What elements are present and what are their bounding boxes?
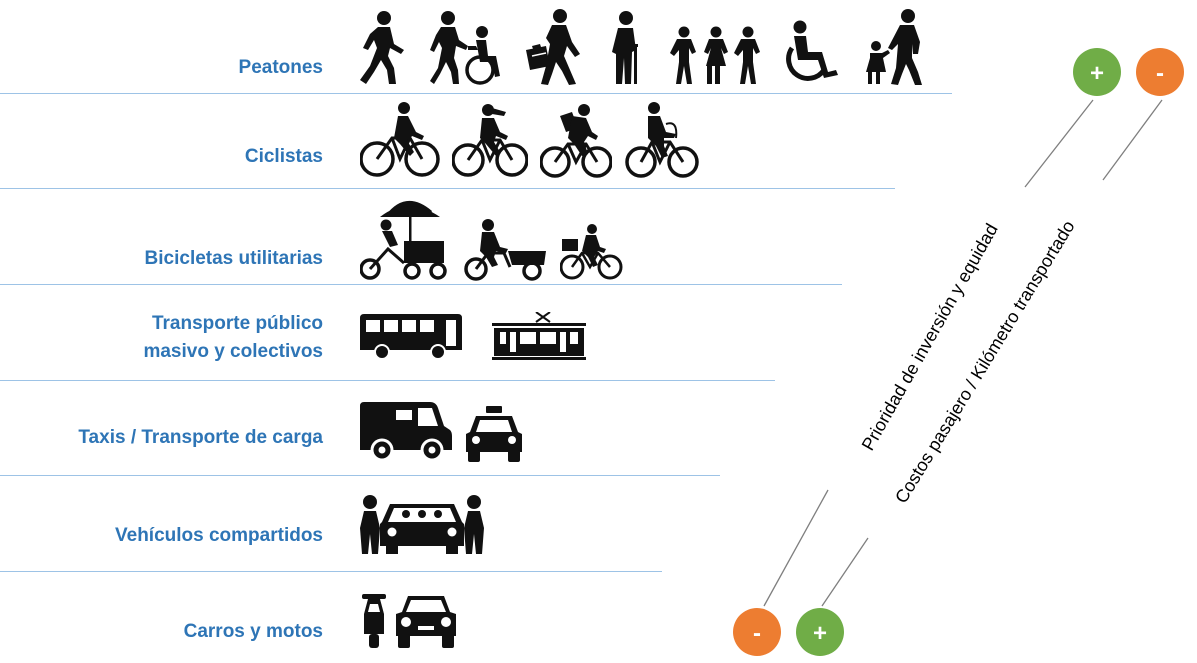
row-label-line: Transporte público: [151, 313, 323, 334]
axis-costos-bottom-circle: [796, 608, 844, 656]
axis-costos-top-circle: [1136, 48, 1184, 96]
axis-line-costos: [821, 537, 869, 607]
bicycle-with-basket-icon: [560, 224, 623, 280]
axis-line-prioridad: [763, 489, 829, 607]
vending-tricycle-with-umbrella-icon: [360, 200, 447, 280]
shared-car-icon: [360, 495, 484, 554]
row-label-bicicletas-utilitarias: Bicicletas utilitarias: [144, 248, 323, 269]
cyclist-icon: [360, 102, 440, 177]
wheelchair-user-icon: [786, 20, 838, 81]
person-with-briefcase-icon: [526, 9, 580, 85]
woman-cyclist-icon: [452, 104, 528, 177]
row-divider: [0, 284, 842, 285]
axis-line-prioridad: [1024, 99, 1094, 188]
row-label-line: masivo y colectivos: [143, 341, 323, 362]
bus-icon: [360, 314, 462, 360]
minus-sign: -: [1156, 60, 1164, 87]
axis-label-costos: Costos pasajero / Kilómetro transportado: [891, 217, 1079, 507]
icons-vehiculos-compartidos: [360, 494, 484, 556]
row-divider: [0, 188, 895, 189]
axis-line-costos: [1102, 99, 1163, 181]
icons-bicicletas-utilitarias: [360, 195, 624, 281]
adult-walking-with-child-icon: [866, 9, 922, 85]
plus-sign: +: [1090, 60, 1104, 87]
tram-icon: [492, 312, 586, 360]
taxi-icon: [466, 406, 522, 462]
row-label-ciclistas: Ciclistas: [244, 146, 323, 167]
row-label-vehiculos-compartidos: Vehículos compartidos: [115, 525, 323, 546]
cyclist-with-backpack-icon: [540, 104, 612, 178]
elderly-cyclist-icon: [625, 102, 699, 178]
axis-prioridad-top-circle: [1073, 48, 1121, 96]
icons-peatones: [360, 8, 928, 86]
minus-sign: -: [753, 620, 761, 647]
icons-carros-motos: [360, 594, 456, 648]
person-pushing-wheelchair-icon: [430, 11, 500, 85]
cargo-bicycle-icon: [464, 219, 546, 281]
person-walking-icon: [360, 11, 404, 84]
axis-prioridad-bottom-circle: [733, 608, 781, 656]
row-label-taxis: Taxis / Transporte de carga: [78, 427, 323, 448]
icons-ciclistas: [360, 102, 700, 178]
car-icon: [396, 596, 456, 648]
row-label-transporte-publico: Transporte público masivo y colectivos: [143, 310, 323, 366]
icons-transporte-publico: [360, 312, 586, 360]
row-divider: [0, 380, 775, 381]
plus-sign: +: [813, 620, 827, 647]
scooter-icon: [362, 594, 386, 648]
axis-label-prioridad: Prioridad de inversión y equidad: [858, 220, 1002, 454]
row-label-carros-motos: Carros y motos: [183, 621, 323, 642]
row-divider: [0, 571, 662, 572]
row-label-peatones: Peatones: [238, 57, 323, 78]
row-divider: [0, 93, 952, 94]
row-divider: [0, 475, 720, 476]
elderly-person-with-cane-icon: [612, 11, 638, 84]
icons-taxis-carga: [360, 402, 522, 462]
delivery-van-icon: [360, 402, 452, 462]
children-walking-icon: [670, 26, 760, 84]
